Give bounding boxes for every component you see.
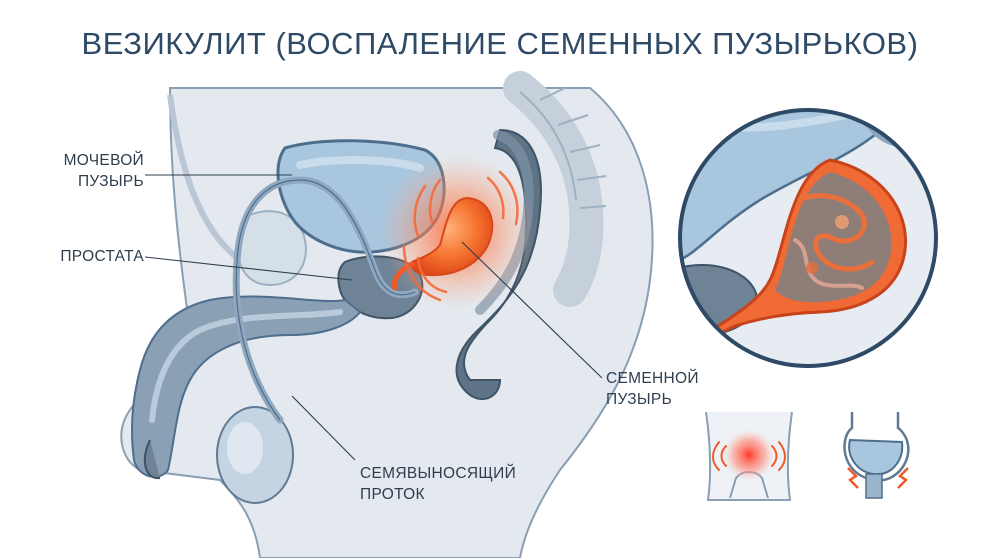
bladder-label-line2: ПУЗЫРЬ: [77, 173, 144, 190]
bladder-pain-icon: [843, 412, 910, 499]
pelvic-pain-icon: [705, 411, 793, 501]
vas-deferens-label-line1: СЕМЯВЫНОСЯЩИЙ: [360, 465, 517, 482]
testis: [216, 406, 294, 504]
prostate-label: ПРОСТАТА: [60, 248, 144, 265]
inflamed-seminal-vesicle: [380, 154, 536, 310]
seminal-vesicle-label-line1: СЕМЕННОЙ: [606, 370, 699, 387]
seminal-vesicle-label-line2: ПУЗЫРЬ: [606, 391, 673, 408]
page-title: ВЕЗИКУЛИТ (ВОСПАЛЕНИЕ СЕМЕННЫХ ПУЗЫРЬКОВ…: [81, 26, 919, 61]
bladder-label: МОЧЕВОЙ ПУЗЫРЬ: [30, 150, 144, 192]
leader-lines: [144, 174, 603, 461]
spine: [503, 71, 607, 307]
zoom-circle: [678, 108, 938, 368]
seminal-vesicle-label: СЕМЕННОЙ ПУЗЫРЬ: [606, 368, 699, 410]
bladder-label-line1: МОЧЕВОЙ: [63, 152, 144, 169]
vas-deferens-label: СЕМЯВЫНОСЯЩИЙ ПРОТОК: [360, 463, 516, 505]
penis: [131, 295, 362, 480]
vas-deferens-label-line2: ПРОТОК: [360, 486, 425, 503]
